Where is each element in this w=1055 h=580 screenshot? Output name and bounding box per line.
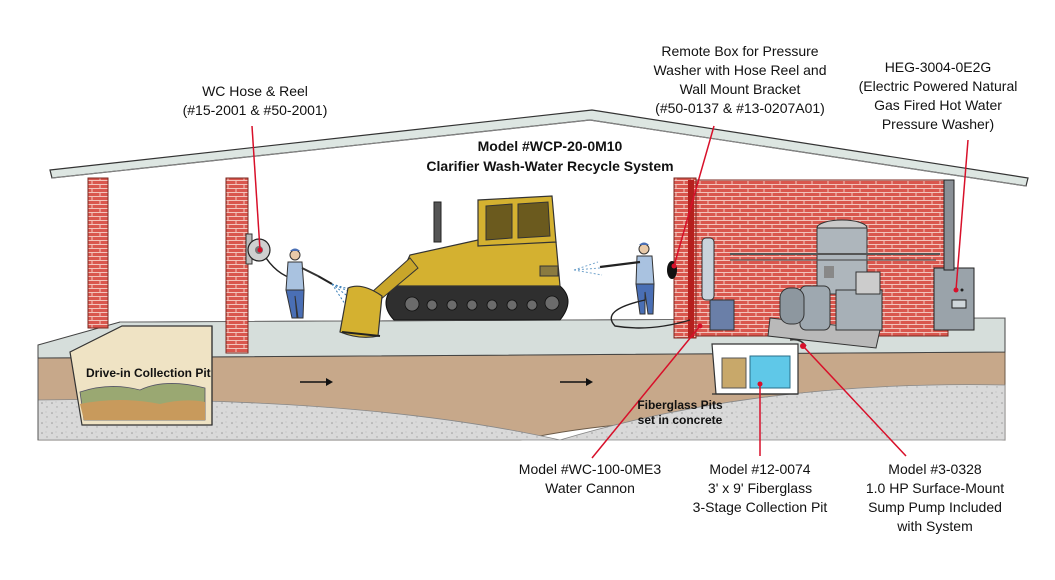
callout-pressure-washer-line3: Gas Fired Hot Water — [874, 97, 1002, 113]
drive-in-collection-pit — [69, 325, 213, 426]
callout-pressure-washer-line1: HEG-3004-0E2G — [884, 59, 992, 75]
diagram-title-line2: Clarifier Wash-Water Recycle System — [426, 158, 674, 174]
callout-lines — [251, 125, 969, 459]
callout-hose-reel-line2: (#15-2001 & #50-2001) — [182, 102, 328, 118]
callout-remote-box: Remote Box for Pressure Washer with Hose… — [630, 42, 850, 118]
fiberglass-label-line2: set in concrete — [637, 413, 723, 427]
worker-left — [285, 248, 333, 319]
callout-remote-box-line3: Wall Mount Bracket — [679, 81, 801, 97]
worker-right — [573, 242, 691, 329]
callout-line-remote-box — [673, 125, 715, 267]
callout-sump-pump-line2: 1.0 HP Surface-Mount — [865, 480, 1005, 496]
diagram-title: Model #WCP-20-0M10 Clarifier Wash-Water … — [380, 136, 720, 176]
fiberglass-label: Fiberglass Pits set in concrete — [610, 398, 750, 428]
callout-pressure-washer: HEG-3004-0E2G (Electric Powered Natural … — [838, 58, 1038, 134]
callout-remote-box-line2: Washer with Hose Reel and — [653, 62, 827, 78]
callout-dots — [257, 247, 959, 387]
fiberglass-collection-pit — [711, 343, 799, 395]
pressure-washer — [933, 179, 975, 331]
callout-water-cannon-line2: Water Cannon — [545, 480, 635, 496]
remote-box — [667, 261, 677, 279]
brick-columns — [87, 177, 697, 354]
callout-line-sump-pump — [802, 345, 907, 457]
roof — [49, 109, 1029, 187]
callout-water-cannon: Model #WC-100-0ME3 Water Cannon — [500, 460, 680, 498]
callout-water-cannon-line1: Model #WC-100-0ME3 — [518, 461, 662, 477]
callout-sump-pump-line4: with System — [897, 518, 973, 534]
callout-collection-pit-line1: Model #12-0074 — [709, 461, 811, 477]
flow-arrows — [300, 378, 593, 386]
fiberglass-label-line1: Fiberglass Pits — [637, 398, 723, 412]
callout-remote-box-line4: (#50-0137 & #13-0207A01) — [655, 100, 825, 116]
callout-line-pressure-washer — [955, 139, 969, 291]
bulldozer — [339, 195, 569, 338]
callout-pressure-washer-line2: (Electric Powered Natural — [858, 78, 1018, 94]
clarifier-equipment — [701, 219, 940, 349]
callout-pressure-washer-line4: Pressure Washer) — [881, 116, 995, 132]
callout-line-hose-reel — [251, 125, 261, 251]
pit-label: Drive-in Collection Pit — [86, 366, 211, 380]
callout-hose-reel: WC Hose & Reel (#15-2001 & #50-2001) — [150, 82, 360, 120]
callout-remote-box-line1: Remote Box for Pressure — [661, 43, 819, 59]
callout-sump-pump-line3: Sump Pump Included — [868, 499, 1002, 515]
callout-hose-reel-line1: WC Hose & Reel — [202, 83, 308, 99]
callout-collection-pit: Model #12-0074 3' x 9' Fiberglass 3-Stag… — [670, 460, 850, 517]
callout-collection-pit-line2: 3' x 9' Fiberglass — [707, 480, 813, 496]
callout-line-water-cannon — [591, 325, 701, 459]
callout-collection-pit-line3: 3-Stage Collection Pit — [692, 499, 828, 515]
callout-sump-pump-line1: Model #3-0328 — [888, 461, 982, 477]
callout-sump-pump: Model #3-0328 1.0 HP Surface-Mount Sump … — [850, 460, 1020, 536]
diagram-title-line1: Model #WCP-20-0M10 — [477, 138, 623, 154]
